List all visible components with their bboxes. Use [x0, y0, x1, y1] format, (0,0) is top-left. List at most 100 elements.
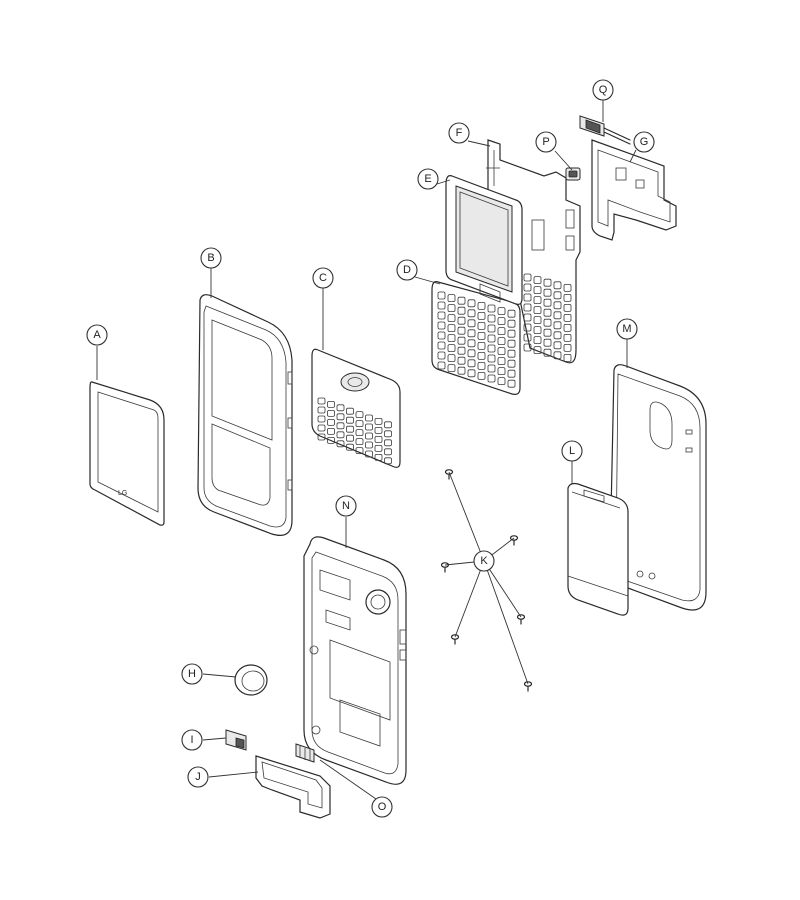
frame-f-key	[553, 331, 562, 340]
qwerty-d-key	[487, 354, 496, 363]
part-a-window-lens: LG	[89, 381, 165, 526]
qwerty-d-key	[497, 367, 506, 376]
callout-m: M	[616, 318, 638, 340]
callout-a: A	[86, 324, 108, 346]
qwerty-d-key	[467, 359, 476, 368]
qwerty-d-key	[507, 349, 516, 358]
frame-f-key	[523, 313, 532, 322]
frame-f-key	[563, 283, 572, 292]
part-c-keypad	[311, 348, 401, 468]
frame-f-key	[533, 306, 542, 315]
qwerty-d-key	[447, 314, 456, 323]
frame-f-key	[553, 301, 562, 310]
qwerty-d-key	[497, 327, 506, 336]
screw	[450, 634, 460, 645]
qwerty-d-key	[447, 344, 456, 353]
svg-text:D: D	[403, 264, 411, 276]
qwerty-d-key	[477, 331, 486, 340]
frame-f-key	[523, 273, 532, 282]
callout-h: H	[181, 663, 203, 685]
keypad-c-key	[374, 417, 383, 425]
frame-f-key	[543, 298, 552, 307]
svg-text:K: K	[480, 555, 488, 567]
qwerty-d-key	[497, 337, 506, 346]
frame-f-key	[523, 293, 532, 302]
keypad-c-key	[374, 426, 383, 434]
svg-text:F: F	[456, 127, 463, 139]
svg-text:N: N	[342, 500, 350, 512]
qwerty-d-key	[457, 296, 466, 305]
svg-text:B: B	[207, 252, 214, 264]
qwerty-d-key	[477, 311, 486, 320]
qwerty-d-key	[447, 364, 456, 373]
keypad-c-key	[365, 450, 373, 458]
part-n-rear-cover	[303, 536, 407, 785]
keypad-c-key	[384, 448, 392, 456]
qwerty-d-key	[477, 351, 486, 360]
keypad-c-key	[317, 433, 326, 441]
qwerty-d-key	[447, 304, 456, 313]
frame-f-key	[523, 283, 532, 292]
leader-lines	[96, 100, 637, 800]
qwerty-d-key	[487, 364, 496, 373]
callout-d: D	[396, 259, 418, 281]
frame-f-key	[553, 311, 562, 320]
svg-text:G: G	[640, 136, 649, 148]
keypad-c-key	[365, 414, 373, 422]
callout-n: N	[335, 495, 357, 517]
qwerty-d-key	[487, 304, 496, 313]
callout-j: J	[187, 766, 209, 788]
keypad-c-key	[346, 434, 354, 442]
qwerty-d-key	[487, 344, 496, 353]
part-g-main-pcb	[591, 139, 677, 241]
keypad-c-key	[374, 444, 383, 452]
callout-b: B	[200, 247, 222, 269]
qwerty-d-key	[447, 354, 456, 363]
frame-f-key	[543, 328, 552, 337]
keypad-c-key	[317, 406, 326, 414]
part-b-front-cover	[197, 294, 293, 536]
callout-c: C	[312, 267, 334, 289]
keypad-c-key	[336, 413, 345, 421]
frame-f-key	[563, 333, 572, 342]
keypad-c-key	[384, 457, 392, 465]
frame-f-key	[523, 343, 532, 352]
qwerty-d-key	[437, 311, 446, 320]
svg-text:Q: Q	[599, 84, 608, 96]
frame-f-key	[543, 338, 552, 347]
qwerty-d-key	[447, 334, 456, 343]
keypad-c-key	[355, 438, 364, 446]
keypad-c-key	[317, 397, 326, 405]
part-k-screws	[440, 469, 533, 692]
svg-text:C: C	[319, 272, 327, 284]
keypad-c-key	[327, 427, 335, 435]
svg-text:A: A	[93, 329, 101, 341]
svg-text:H: H	[188, 668, 196, 680]
keypad-c-key	[355, 447, 364, 455]
keypad-c-key	[355, 429, 364, 437]
keypad-c-key	[346, 407, 354, 415]
qwerty-d-key	[437, 361, 446, 370]
qwerty-d-key	[477, 301, 486, 310]
frame-f-key	[563, 293, 572, 302]
frame-f-key	[553, 351, 562, 360]
frame-f-key	[543, 308, 552, 317]
keypad-c-key	[346, 416, 354, 424]
frame-f-key	[563, 343, 572, 352]
qwerty-d-key	[437, 331, 446, 340]
qwerty-d-key	[467, 369, 476, 378]
qwerty-d-key	[457, 316, 466, 325]
frame-f-key	[543, 288, 552, 297]
frame-f-key	[543, 318, 552, 327]
frame-f-key	[533, 286, 542, 295]
part-l-battery	[567, 482, 629, 616]
part-f-dome-sheet-frame	[486, 139, 581, 364]
qwerty-d-key	[447, 294, 456, 303]
frame-f-key	[553, 281, 562, 290]
keypad-c-key	[336, 404, 345, 412]
callout-p: P	[535, 131, 557, 153]
qwerty-d-key	[437, 301, 446, 310]
keypad-c-key	[346, 425, 354, 433]
frame-f-key	[563, 303, 572, 312]
